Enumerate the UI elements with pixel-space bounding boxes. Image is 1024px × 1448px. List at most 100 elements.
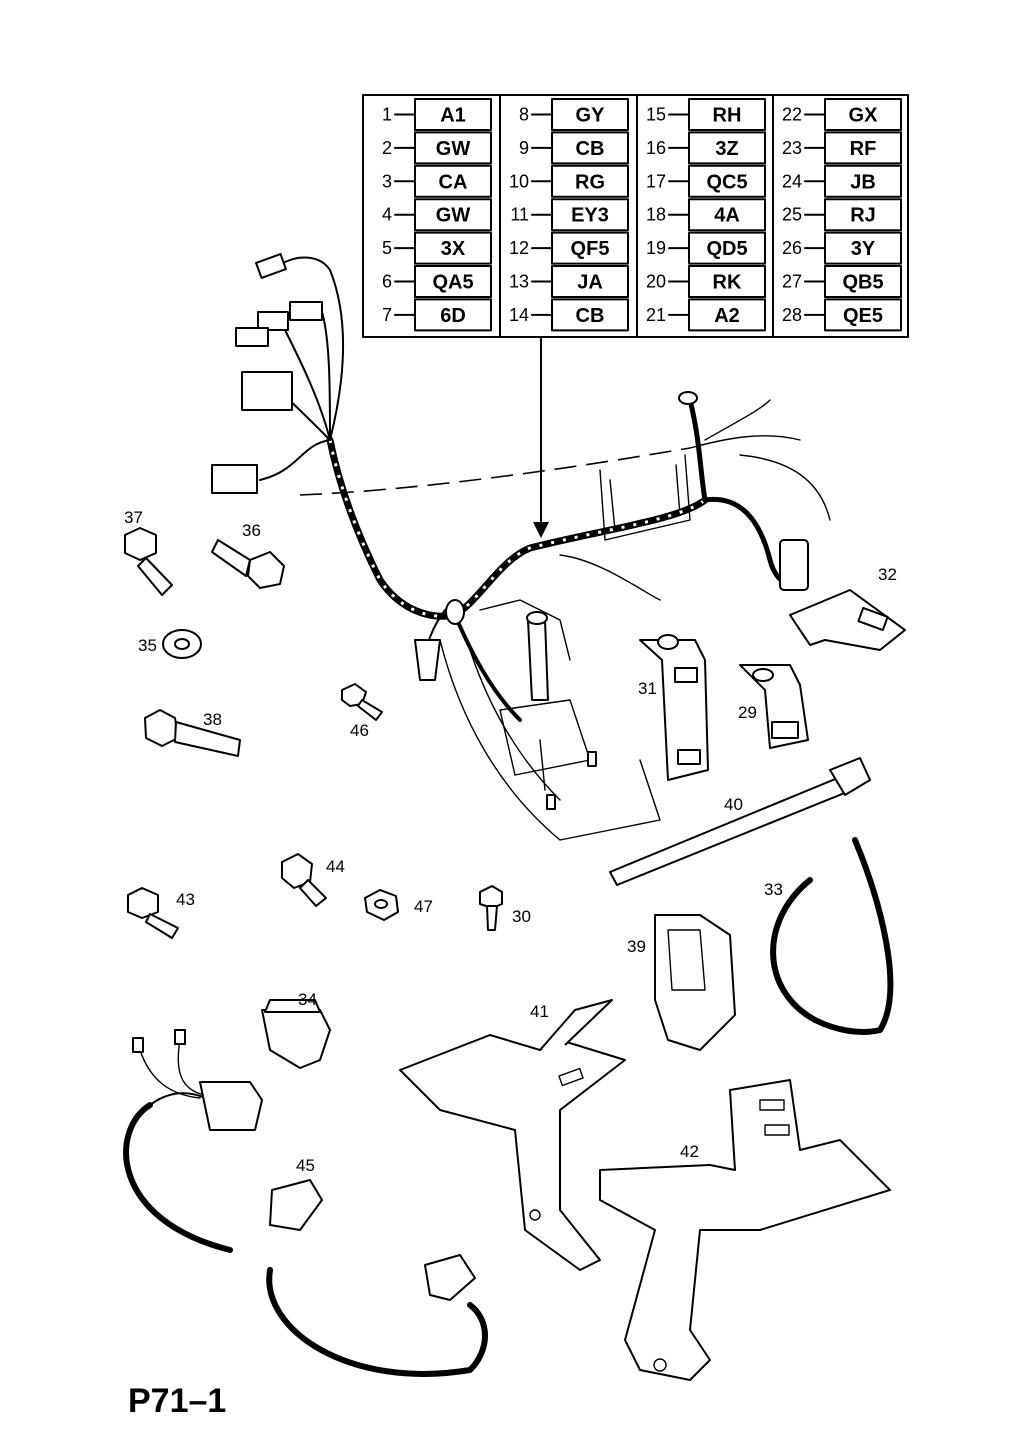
callout-34: 34	[298, 990, 317, 1009]
code-box	[551, 198, 629, 232]
callout-41: 41	[530, 1002, 549, 1021]
code-value: RJ	[850, 205, 876, 227]
harness-grommet	[445, 599, 465, 625]
harness-lead	[321, 311, 331, 441]
code-box	[551, 298, 629, 332]
part-40-cable-tie	[609, 757, 871, 886]
part-34-clip	[261, 999, 331, 1069]
code-value: 6D	[440, 305, 466, 327]
callout-40: 40	[724, 795, 743, 814]
part-45-wiring-lead	[123, 1029, 488, 1377]
code-number: 4	[382, 205, 392, 225]
code-value: A2	[714, 305, 740, 327]
code-number: 10	[509, 171, 529, 191]
code-table-row: 18 4A	[646, 198, 766, 232]
code-number: 18	[646, 205, 666, 225]
callout-46: 46	[350, 721, 369, 740]
code-value: 3Z	[715, 138, 738, 160]
code-box	[824, 298, 902, 332]
code-box	[824, 231, 902, 265]
code-box	[688, 231, 766, 265]
harness-connector-block	[241, 371, 293, 411]
gear-switch	[546, 794, 556, 810]
code-number: 22	[782, 105, 802, 125]
code-box	[551, 131, 629, 165]
code-value: GW	[436, 205, 471, 227]
code-value: RF	[850, 138, 877, 160]
harness-lead	[259, 439, 331, 481]
console-panel	[599, 454, 691, 541]
code-value: GY	[576, 105, 606, 127]
code-box	[414, 131, 492, 165]
harness-trunk	[326, 436, 709, 620]
callout-29: 29	[738, 703, 757, 722]
code-value: QB5	[842, 272, 883, 294]
callout-31: 31	[638, 679, 657, 698]
code-value: 4A	[714, 205, 740, 227]
code-number: 2	[382, 138, 392, 158]
page-title: P71–1	[128, 1382, 226, 1420]
code-number: 13	[509, 272, 529, 292]
code-box	[414, 98, 492, 131]
part-33-tie-band	[770, 837, 894, 1035]
part-29-bracket	[739, 664, 809, 749]
part-30-screw	[479, 885, 503, 931]
harness-connector	[414, 639, 441, 681]
code-box	[824, 198, 902, 232]
code-box	[414, 298, 492, 332]
code-box	[824, 164, 902, 198]
harness-connector-switch	[211, 464, 258, 494]
part-37-bolt	[124, 527, 173, 596]
code-value: 3X	[441, 238, 466, 260]
code-value: QE5	[843, 305, 883, 327]
code-box	[551, 98, 629, 131]
code-value: QC5	[706, 171, 747, 193]
callout-44: 44	[326, 857, 345, 876]
dashboard-outline	[689, 435, 801, 449]
code-number: 9	[519, 138, 529, 158]
code-number: 14	[509, 305, 529, 325]
callout-30: 30	[512, 907, 531, 926]
code-box	[551, 231, 629, 265]
code-box	[688, 131, 766, 165]
code-number: 5	[382, 238, 392, 258]
part-44-screw	[281, 853, 327, 907]
callout-35: 35	[138, 636, 157, 655]
callout-37: 37	[124, 508, 143, 527]
gear-gate-slot	[539, 739, 546, 791]
part-41-bracket	[399, 999, 626, 1271]
callout-39: 39	[627, 937, 646, 956]
code-number: 15	[646, 105, 666, 125]
console-edge	[559, 554, 661, 601]
part-36-screw	[211, 539, 285, 589]
code-number: 8	[519, 105, 529, 125]
part-46-screw	[341, 683, 383, 721]
code-value: CA	[439, 171, 468, 193]
body-outline	[739, 454, 831, 521]
code-number: 21	[646, 305, 666, 325]
code-value: CB	[576, 305, 605, 327]
code-value: QD5	[706, 238, 747, 260]
code-box	[551, 164, 629, 198]
code-box	[824, 131, 902, 165]
harness-clip	[678, 391, 698, 405]
code-box	[551, 265, 629, 298]
code-box	[688, 98, 766, 131]
console-body	[439, 639, 661, 841]
dashboard-outline	[299, 447, 691, 496]
console-body	[469, 649, 561, 801]
